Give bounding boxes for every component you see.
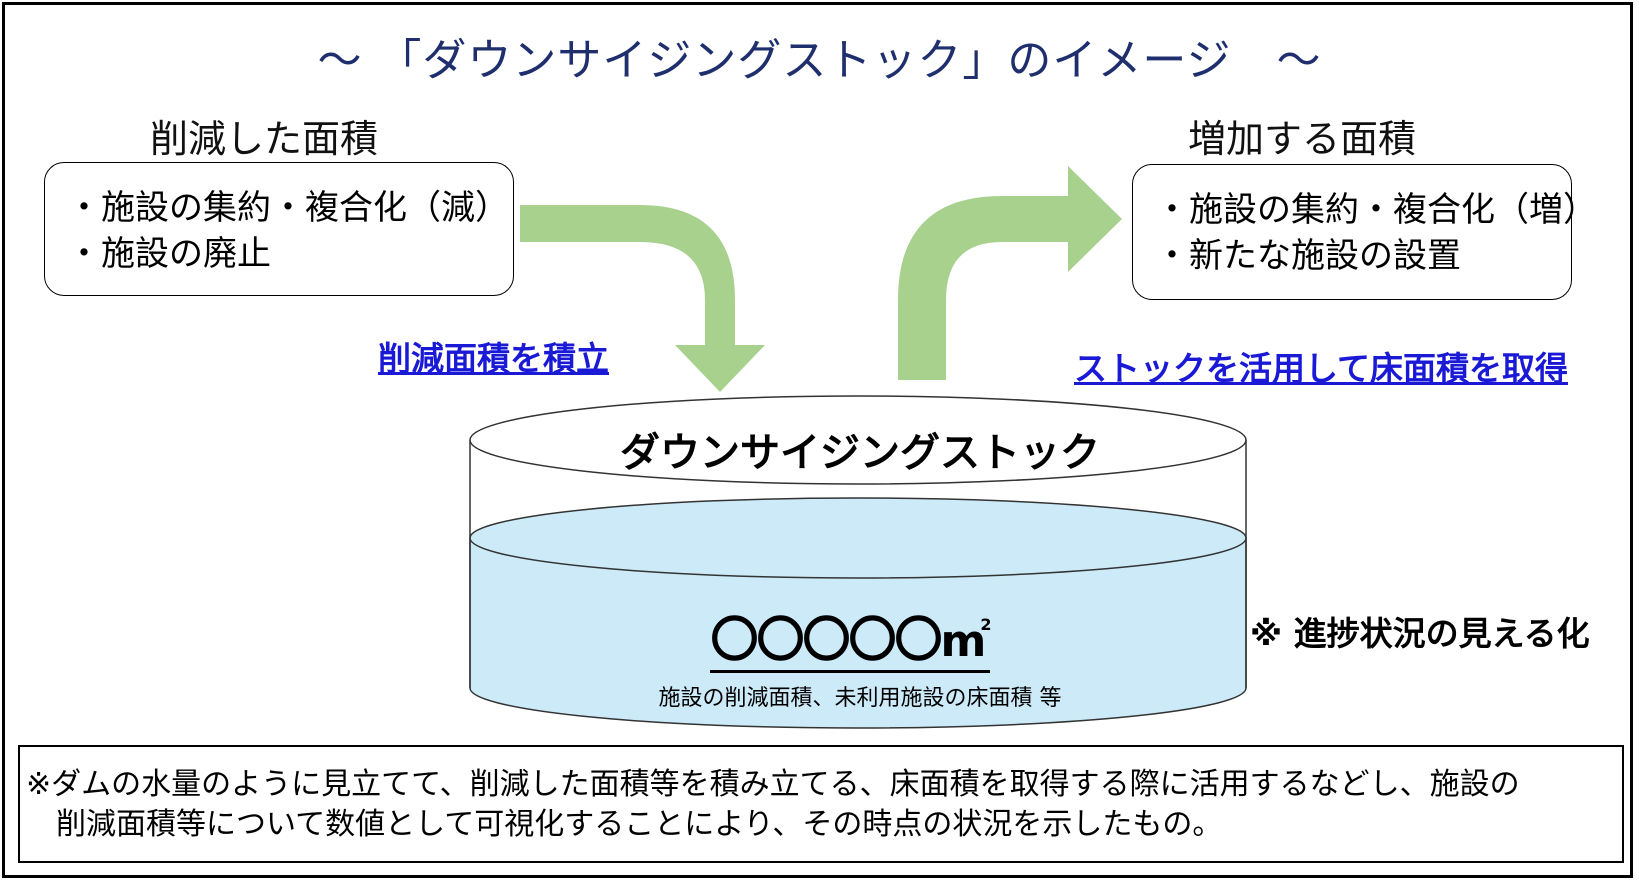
stock-unit-sup: 2 xyxy=(980,615,991,634)
increased-item: ・新たな施設の設置 xyxy=(1155,236,1461,276)
footnote-line: 削減面積等について数値として可視化することにより、その時点の状況を示したもの。 xyxy=(56,807,1223,842)
stock-digits: 〇〇〇〇〇 xyxy=(710,612,942,668)
use-stock-link[interactable]: ストックを活用して床面積を取得 xyxy=(1074,349,1569,388)
reduced-area-box: ・施設の集約・複合化（減） ・施設の廃止 xyxy=(44,162,514,296)
increased-item: ・施設の集約・複合化（増） xyxy=(1155,190,1597,230)
up-right-arrow xyxy=(898,166,1122,380)
stock-value: 〇〇〇〇〇m2 xyxy=(680,600,1020,673)
stock-unit: m xyxy=(940,616,987,667)
tank-water xyxy=(469,537,1247,729)
reduced-item: ・施設の集約・複合化（減） xyxy=(67,188,509,228)
footnote-box: ※ダムの水量のように見立てて、削減した面積等を積み立てる、床面積を取得する際に活… xyxy=(18,745,1624,863)
reduced-item: ・施設の廃止 xyxy=(67,234,271,274)
reduced-area-heading: 削減した面積 xyxy=(150,117,379,161)
tank-label: ダウンサイジングストック xyxy=(620,430,1100,476)
page-title: ～ 「ダウンサイジングストック」のイメージ ～ xyxy=(317,35,1322,86)
tank-top xyxy=(469,395,1247,485)
water-surface xyxy=(469,497,1247,579)
accumulate-link[interactable]: 削減面積を積立 xyxy=(378,339,609,378)
increased-area-box: ・施設の集約・複合化（増） ・新たな施設の設置 xyxy=(1132,164,1597,300)
footnote-line: ※ダムの水量のように見立てて、削減した面積等を積み立てる、床面積を取得する際に活… xyxy=(26,767,1520,802)
stock-caption: 施設の削減面積、未利用施設の床面積 等 xyxy=(658,686,1062,711)
increased-area-heading: 増加する面積 xyxy=(1188,117,1417,161)
stock-amount: 〇〇〇〇〇m2 xyxy=(710,612,992,673)
down-arrow xyxy=(520,205,765,392)
progress-note: ※ 進捗状況の見える化 xyxy=(1250,614,1590,653)
